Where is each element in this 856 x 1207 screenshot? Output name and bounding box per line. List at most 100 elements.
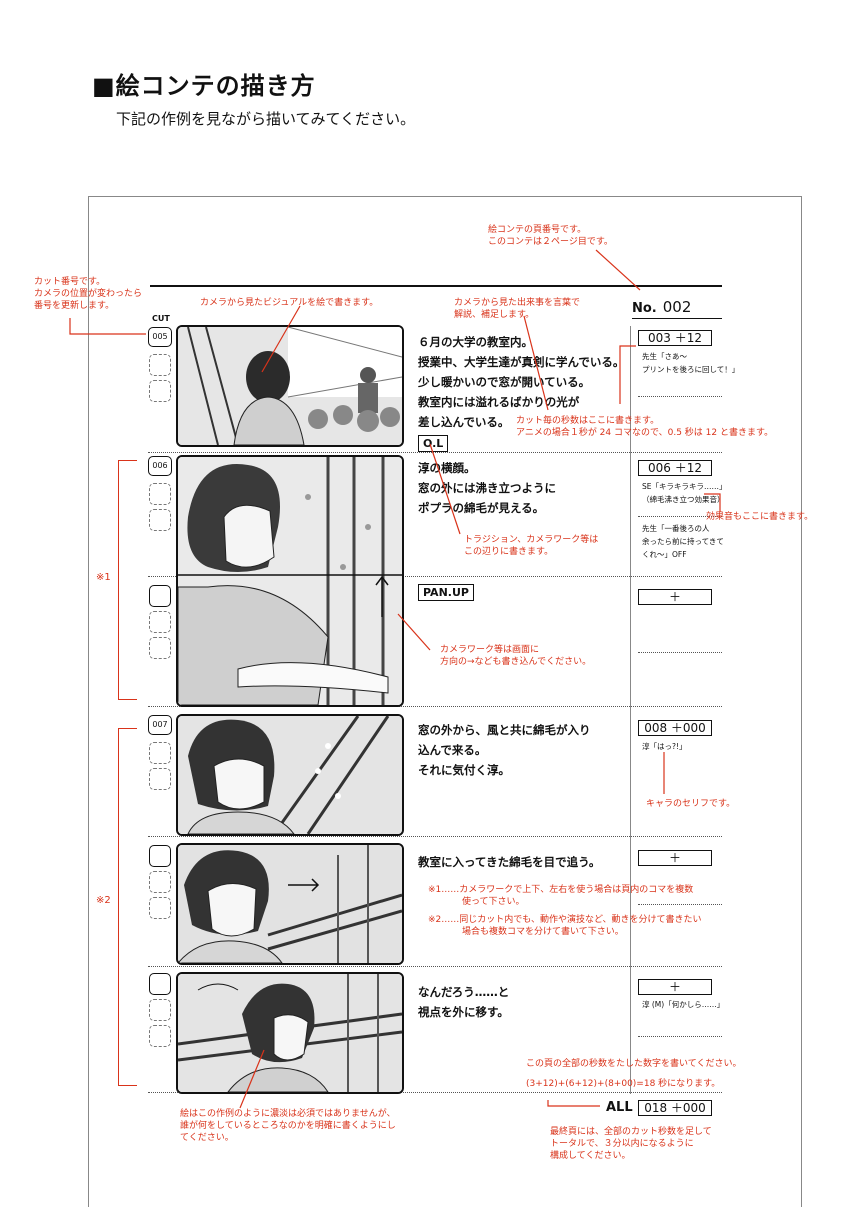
note-line: カット番号です。 [34, 277, 106, 287]
dialogue-line: 淳 (M)「何かしら……」 [642, 1000, 725, 1009]
note-line: 絵はこの作例のように濃淡は必須ではありませんが、 [180, 1109, 396, 1119]
group-bracket-2 [118, 728, 137, 1086]
note-serif: キャラのセリフです。 [646, 799, 736, 809]
dialogue-line: プリントを後ろに回して！」 [642, 365, 740, 374]
cut-column-label: CUT [152, 314, 170, 323]
all-label: ALL [606, 1100, 633, 1115]
dialogue-separator [638, 516, 722, 517]
page-subheading: 下記の作例を見ながら描いてみてください。 [116, 110, 416, 128]
time-box: 006 ＋12 [638, 460, 712, 476]
note-camera: カメラワーク等は画面に 方向の→なども書き込んでください。 [440, 644, 591, 668]
group-mark-2: ※2 [96, 895, 111, 906]
note-line: 解説、補足します。 [454, 310, 535, 320]
action-line: 少し暖かいので窓が開いている。 [418, 375, 591, 389]
time-box: 003 ＋12 [638, 330, 712, 346]
note-line: 絵コンテの頁番号です。 [488, 225, 587, 235]
note-drawing: 絵はこの作例のように濃淡は必須ではありませんが、 誰が何をしているところなのかを… [180, 1108, 396, 1144]
note-line: ※1……カメラワークで上下、左右を使う場合は頁内のコマを複数 [428, 885, 694, 895]
note-rule-1: ※1……カメラワークで上下、左右を使う場合は頁内のコマを複数 使って下さい。 [428, 884, 693, 908]
action-text-cut-007b: 教室に入ってきた綿毛を目で追う。 [418, 852, 600, 872]
dialogue-separator [638, 652, 722, 653]
note-visual: カメラから見たビジュアルを絵で書きます。 [200, 298, 379, 308]
note-line: カメラの位置が変わったら [34, 289, 143, 299]
dialogue-separator [638, 1036, 722, 1037]
action-text-cut-007c: なんだろう……と 視点を外に移す。 [418, 982, 509, 1022]
note-line: アニメの場合１秒が 24 コマなので、0.5 秒は 12 と書きます。 [516, 428, 774, 438]
note-line: この辺りに書きます。 [464, 547, 554, 557]
action-text-cut-007: 窓の外から、風と共に綿毛が入り 込んで来る。 それに気付く淳。 [418, 720, 591, 780]
cut-sub-box [149, 1025, 171, 1047]
cut-blank-box [149, 845, 171, 867]
time-box-blank: ＋ [638, 850, 712, 866]
dialogue-column-divider [630, 326, 631, 1094]
note-seconds: カット毎の秒数はここに書きます。 アニメの場合１秒が 24 コマなので、0.5 … [516, 415, 773, 439]
note-line: 構成してください。 [550, 1151, 631, 1161]
action-line: 差し込んでいる。 [418, 415, 510, 429]
cut-blank-box [149, 585, 171, 607]
dialogue-line: 淳「はっ?!」 [642, 742, 687, 751]
cut-number-box: 006 [148, 456, 172, 476]
note-line: カメラから見た出来事を言葉で [454, 298, 581, 308]
storyboard-panel-classroom [176, 325, 404, 447]
note-transition: トラジション、カメラワーク等は この辺りに書きます。 [464, 534, 598, 558]
storyboard-sheet [88, 196, 802, 1207]
action-line: 込んで来る。 [418, 743, 487, 757]
camera-work-tag: PAN.UP [418, 584, 474, 601]
action-line: なんだろう……と [418, 985, 510, 999]
storyboard-panel-notice [176, 714, 404, 836]
cut-sub-box [149, 637, 171, 659]
time-box-blank: ＋ [638, 589, 712, 605]
cut-sub-box [149, 380, 171, 402]
cut-number-box: 005 [148, 327, 172, 347]
note-line: (3+12)+(6+12)+(8+00)=18 秒になります。 [526, 1079, 721, 1089]
action-text-cut-006: 淳の横顔。 窓の外には沸き立つように ポプラの綿毛が見える。 [418, 458, 556, 518]
dialogue-separator [638, 904, 722, 905]
note-line: カメラワーク等は画面に [440, 645, 540, 655]
cut-sub-box [149, 742, 171, 764]
action-line: ポプラの綿毛が見える。 [418, 501, 545, 515]
time-box: 008 ＋000 [638, 720, 712, 736]
time-box-blank: ＋ [638, 979, 712, 995]
note-line: このコンテは２ページ目です。 [488, 237, 613, 247]
note-page-number: 絵コンテの頁番号です。 このコンテは２ページ目です。 [488, 224, 613, 248]
total-time-box: 018 ＋000 [638, 1100, 712, 1116]
note-line: 最終頁には、全部のカット秒数を足して [550, 1127, 712, 1137]
dialogue-line: くれ～」OFF [642, 550, 687, 559]
dialogue-cut-006: 先生「一番後ろの人 余ったら前に持ってきて くれ～」OFF [642, 522, 724, 561]
note-line: 使って下さい。 [462, 897, 525, 907]
dialogue-cut-007: 淳「はっ?!」 [642, 740, 687, 753]
row-separator [148, 1092, 722, 1093]
note-line: 誰が何をしているところなのかを明確に書くようにし [180, 1121, 396, 1131]
action-line: 授業中、大学生達が真剣に学んでいる。 [418, 355, 625, 369]
storyboard-panel-look-out [176, 972, 404, 1094]
cut-number-box: 007 [148, 715, 172, 735]
note-cut-number: カット番号です。 カメラの位置が変わったら 番号を更新します。 [34, 276, 142, 312]
note-line: ※2……同じカット内でも、動作や演技など、動きを分けて書きたい [428, 915, 702, 925]
action-line: ６月の大学の教室内。 [418, 335, 533, 349]
dialogue-separator [638, 396, 722, 397]
dialogue-line: 先生「一番後ろの人 [642, 524, 710, 533]
storyboard-panel-profile [176, 455, 404, 707]
note-rule-2: ※2……同じカット内でも、動作や演技など、動きを分けて書きたい 場合も複数コマを… [428, 914, 702, 938]
dialogue-line: （綿毛沸き立つ効果音） [642, 495, 725, 504]
row-separator [148, 576, 722, 577]
storyboard-panel-follow [176, 843, 404, 965]
note-line: トラジション、カメラワーク等は [464, 535, 599, 545]
group-bracket-1 [118, 460, 137, 700]
note-line: 番号を更新します。 [34, 301, 115, 311]
page-number-value: 002 [662, 298, 692, 316]
cut-blank-box [149, 973, 171, 995]
dialogue-cut-007c: 淳 (M)「何かしら……」 [642, 998, 724, 1011]
cut-sub-box [149, 871, 171, 893]
row-separator [148, 836, 722, 837]
action-line: 教室に入ってきた綿毛を目で追う。 [418, 855, 601, 869]
cut-sub-box [149, 509, 171, 531]
note-total: この頁の全部の秒数をたした数字を書いてください。 (3+12)+(6+12)+(… [526, 1058, 741, 1090]
row-separator [148, 966, 722, 967]
action-line: 教室内には溢れるばかりの光が [418, 395, 580, 409]
dialogue-cut-006-se: SE「キラキラキラ……」 （綿毛沸き立つ効果音） [642, 480, 727, 506]
sheet-top-rule [150, 285, 722, 287]
dialogue-line: 余ったら前に持ってきて [642, 537, 724, 546]
dialogue-line: SE「キラキラキラ……」 [642, 482, 727, 491]
cut-sub-box [149, 483, 171, 505]
